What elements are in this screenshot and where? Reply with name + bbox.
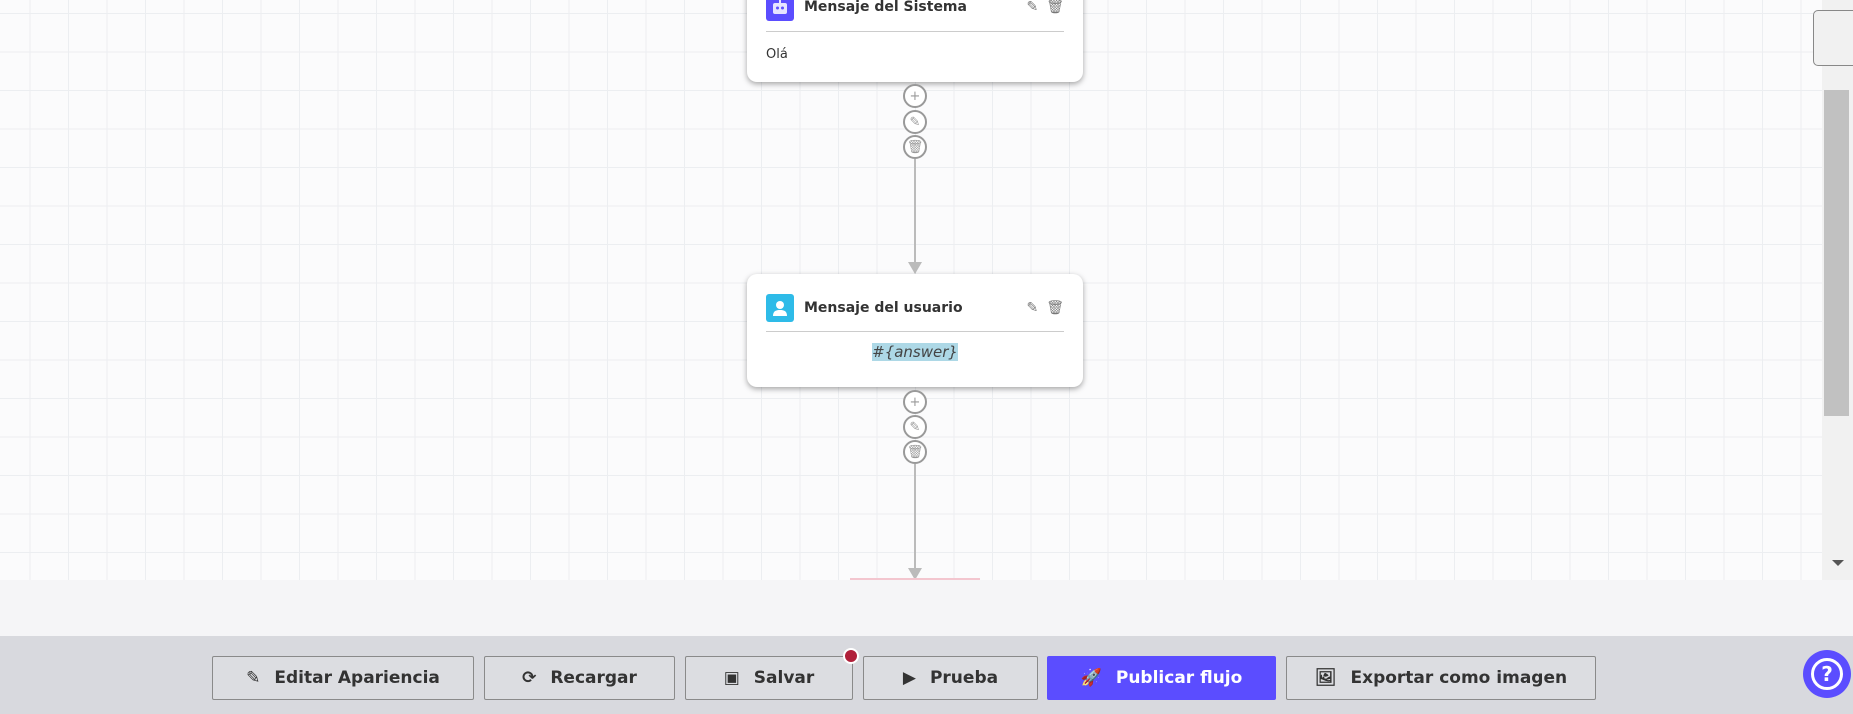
- node-title: Mensaje del Sistema: [804, 0, 967, 15]
- trash-icon[interactable]: 🗑: [1046, 300, 1064, 316]
- connector-arrow: [908, 568, 922, 580]
- image-icon: 🖼: [1314, 668, 1337, 688]
- scrollbar-thumb[interactable]: [1824, 90, 1849, 416]
- help-button[interactable]: ?: [1803, 650, 1851, 698]
- trash-icon[interactable]: 🗑: [1046, 0, 1064, 15]
- node-card-system-message[interactable]: Mensaje del Sistema ✎ 🗑 Olá: [747, 0, 1083, 82]
- edit-icon: ✎: [246, 668, 261, 688]
- refresh-icon: ⟳: [522, 668, 537, 688]
- add-node-button[interactable]: +: [903, 84, 927, 108]
- unsaved-badge: [843, 648, 859, 664]
- test-button[interactable]: ▶Prueba: [863, 656, 1038, 700]
- reload-button[interactable]: ⟳Recargar: [484, 656, 675, 700]
- rocket-icon: 🚀: [1080, 668, 1102, 688]
- edit-icon[interactable]: ✎: [1026, 0, 1039, 15]
- user-icon: [766, 294, 794, 322]
- robot-icon: [766, 0, 794, 21]
- scroll-down-arrow[interactable]: [1832, 560, 1844, 566]
- flow-canvas[interactable]: Mensaje del Sistema ✎🗑 Olá + ✎ 🗑 Mensaje…: [0, 0, 1822, 580]
- delete-node-button[interactable]: 🗑: [903, 440, 927, 464]
- next-node-edge: [850, 578, 980, 580]
- bottom-toolbar: ✎Editar Apariencia ⟳Recargar ▣Salvar ▶Pr…: [0, 636, 1853, 714]
- question-icon: ?: [1811, 658, 1843, 690]
- vertical-scrollbar[interactable]: [1822, 0, 1853, 580]
- save-button[interactable]: ▣Salvar: [685, 656, 853, 700]
- connector-arrow: [908, 262, 922, 274]
- node-body: #{answer}: [872, 343, 958, 361]
- publish-flow-button[interactable]: 🚀Publicar flujo: [1047, 656, 1276, 700]
- edit-node-button[interactable]: ✎: [903, 415, 927, 439]
- edit-node-button[interactable]: ✎: [903, 110, 927, 134]
- export-image-button[interactable]: 🖼Exportar como imagen: [1286, 656, 1596, 700]
- node-body: Olá: [766, 47, 788, 62]
- add-node-button[interactable]: +: [903, 390, 927, 414]
- minimap-panel[interactable]: [1813, 10, 1853, 66]
- play-icon: ▶: [902, 668, 916, 688]
- connector-line: [914, 159, 916, 263]
- node-card-user-message[interactable]: Mensaje del usuario ✎ 🗑 #{answer}: [747, 274, 1083, 387]
- edit-appearance-button[interactable]: ✎Editar Apariencia: [212, 656, 474, 700]
- delete-node-button[interactable]: 🗑: [903, 135, 927, 159]
- node-title: Mensaje del usuario: [804, 300, 963, 316]
- connector-line: [914, 464, 916, 570]
- save-icon: ▣: [723, 668, 740, 688]
- edit-icon[interactable]: ✎: [1026, 300, 1039, 316]
